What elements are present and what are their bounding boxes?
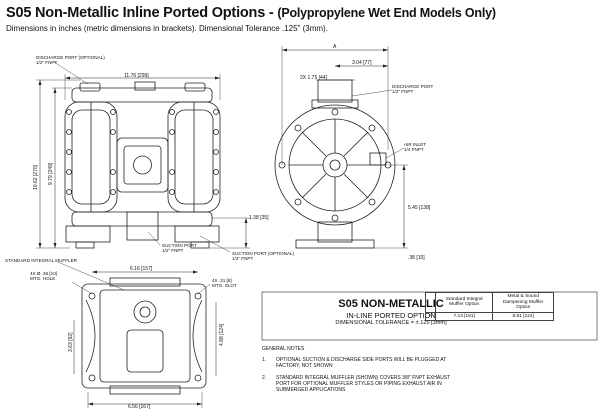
table-header-metal: Metal & Sound Dampening Muffler Option (492, 292, 555, 313)
spec-title: S05 NON-METALLIC (338, 298, 444, 310)
page-subtitle: Dimensions in inches (metric dimensions … (6, 24, 328, 33)
notes-heading: GENERAL NOTES (262, 346, 305, 352)
note-item: 1. (262, 357, 267, 363)
note-item-text: OPTIONAL SUCTION & DISCHARGE SIDE PORTS … (276, 357, 447, 369)
bottom-width-dim: 6.56 [167] (128, 404, 151, 410)
muffler-label: STANDARD INTEGRAL MUFFLER (5, 258, 77, 263)
note-item-text: STANDARD INTEGRAL MUFFLER (SHOWN) COVERS… (276, 375, 451, 393)
side-a-label: A (333, 44, 337, 50)
mtg-hole-label: 4X Ø .36 [10]MTG. HOLE (30, 271, 58, 281)
page-title: S05 Non-Metallic Inline Ported Options -… (6, 5, 496, 21)
front-foot-dim: 1.38 [35] (249, 215, 269, 221)
bottom-left-dim: 3.63 [92] (68, 332, 74, 352)
bottom-right-dim: 4.88 [124] (219, 323, 225, 346)
front-width-dim: 11.76 [299] (124, 73, 149, 79)
table-cell-standard: 7.13 [181] (435, 311, 494, 321)
spec-tolerance: DIMENSIONAL TOLERANCE = ±.125 [3mm] (335, 320, 447, 326)
suction-port-optional-label: SUCTION PORT (OPTIONAL)1/2" FNPT (232, 251, 295, 261)
front-inner-height-dim: 9.79 [249] (48, 162, 54, 185)
bottom-top-dim: 6.16 [157] (130, 266, 153, 272)
page-title-suffix: (Polypropylene Wet End Models Only) (277, 6, 496, 20)
front-view-drawing (36, 61, 250, 253)
dimension-table: Standard Integral Muffler Option Metal &… (424, 292, 555, 321)
mtg-slot-label: 4X .31 [8]MTG. SLOT (212, 278, 237, 288)
table-cell-metal: 8.81 [224] (492, 311, 555, 321)
note-item: 2. (262, 375, 267, 381)
table-corner (424, 292, 437, 313)
bottom-view-drawing (57, 261, 217, 408)
side-spacing-dim: 2X 1.75 [44] (300, 75, 327, 81)
side-top-dim: 3.04 [77] (352, 60, 372, 66)
table-row-label: A (424, 311, 437, 321)
table-header-standard: Standard Integral Muffler Option (435, 292, 494, 313)
front-discharge-port-label: DISCHARGE PORT (OPTIONAL)1/2" FNPT (36, 55, 105, 65)
spec-subtitle: IN-LINE PORTED OPTION (346, 311, 436, 320)
side-base-dim: .38 [10] (408, 255, 425, 261)
side-view-drawing (274, 46, 408, 249)
front-height-dim: 10.62 [270] (33, 164, 39, 190)
spec-box-frame (261, 291, 598, 341)
side-height-dim: 5.45 [138] (408, 205, 431, 211)
